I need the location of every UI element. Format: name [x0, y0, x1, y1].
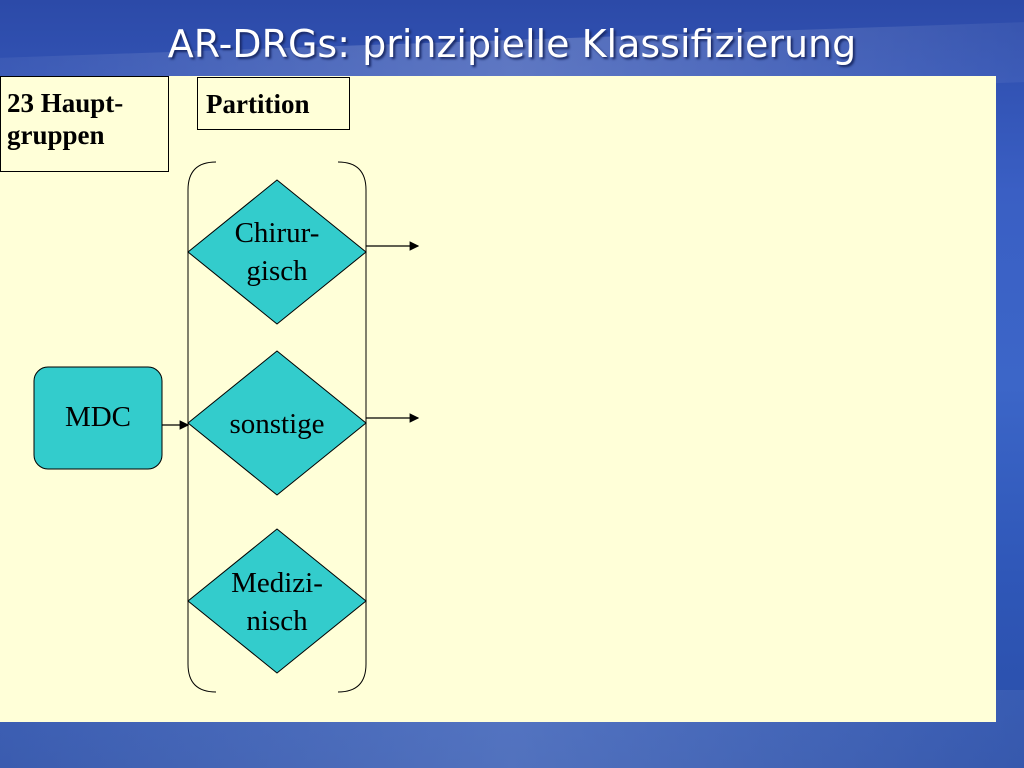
medizinisch-label-line1: Medizi-: [231, 567, 323, 599]
mdc-node-label: MDC: [64, 401, 132, 433]
chirurgisch-label-line1: Chirur-: [234, 217, 320, 249]
partition-label-box: Partition: [197, 77, 350, 130]
hauptgruppen-label-line1: 23 Haupt-: [7, 88, 124, 118]
medizinisch-diamond: [187, 528, 367, 674]
right-bracket: [337, 161, 367, 693]
sonstige-diamond: [187, 350, 367, 496]
mdc-node: [33, 366, 163, 470]
hauptgruppen-label-box: 23 Haupt- gruppen: [0, 76, 169, 172]
chirurgisch-node-label: Chirur- gisch: [188, 214, 366, 290]
medizinisch-node-label: Medizi- nisch: [188, 564, 366, 640]
diagram-panel: [0, 76, 996, 722]
chirurgisch-label-line2: gisch: [246, 255, 308, 287]
left-bracket: [187, 161, 217, 693]
medizinisch-label-line2: nisch: [246, 605, 308, 637]
hauptgruppen-label-line2: gruppen: [7, 120, 105, 150]
chirurgisch-diamond: [187, 179, 367, 325]
slide-title: AR-DRGs: prinzipielle Klassifizierung: [167, 22, 857, 66]
sonstige-node-label: sonstige: [229, 408, 325, 440]
partition-label: Partition: [206, 89, 310, 119]
